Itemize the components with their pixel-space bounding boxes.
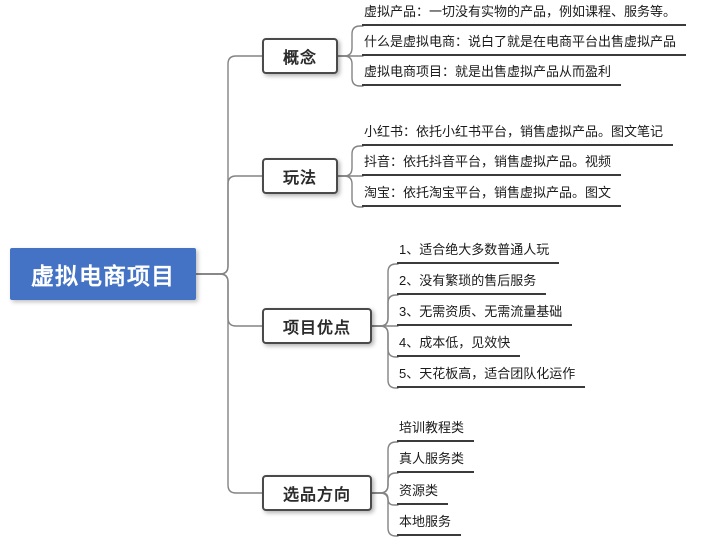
connector-path	[371, 492, 399, 506]
leaf-node[interactable]: 抖音：依托抖音平台，销售虚拟产品。视频	[362, 153, 622, 176]
connector-path	[371, 325, 399, 389]
leaf-node[interactable]: 资源类	[397, 482, 449, 505]
connector-path	[371, 263, 399, 327]
connector-path	[371, 294, 399, 327]
leaf-node[interactable]: 3、无需资质、无需流量基础	[397, 303, 573, 326]
connector-path	[371, 325, 399, 358]
leaf-node[interactable]: 什么是虚拟电商：说白了就是在电商平台出售虚拟产品	[362, 33, 687, 56]
leaf-node[interactable]: 真人服务类	[397, 450, 475, 473]
leaf-node[interactable]: 5、天花板高，适合团队化运作	[397, 365, 586, 388]
connector-path	[195, 273, 263, 494]
branch-node-methods[interactable]: 玩法	[262, 158, 338, 194]
connector-path	[336, 25, 364, 57]
connector-path	[371, 441, 399, 494]
leaf-node[interactable]: 本地服务	[397, 513, 462, 536]
connector-path	[195, 175, 263, 275]
connector-path	[195, 273, 263, 327]
leaf-node[interactable]: 虚拟电商项目：就是出售虚拟产品从而盈利	[362, 63, 622, 86]
leaf-node[interactable]: 虚拟产品：一切没有实物的产品，例如课程、服务等。	[362, 3, 687, 26]
root-node[interactable]: 虚拟电商项目	[10, 248, 196, 300]
branch-node-concept[interactable]: 概念	[262, 38, 338, 74]
leaf-node[interactable]: 培训教程类	[397, 419, 475, 442]
branch-node-advantages[interactable]: 项目优点	[262, 308, 372, 344]
leaf-node[interactable]: 1、适合绝大多数普通人玩	[397, 241, 560, 264]
connector-path	[195, 55, 263, 275]
leaf-node[interactable]: 小红书：依托小红书平台，销售虚拟产品。图文笔记	[362, 123, 674, 146]
leaf-node[interactable]: 淘宝：依托淘宝平台，销售虚拟产品。图文	[362, 184, 622, 207]
connector-path	[336, 145, 364, 177]
connector-path	[336, 55, 364, 87]
branch-node-selection[interactable]: 选品方向	[262, 475, 372, 511]
leaf-node[interactable]: 4、成本低，见效快	[397, 334, 521, 357]
leaf-node[interactable]: 2、没有繁琐的售后服务	[397, 272, 547, 295]
connector-path	[371, 472, 399, 494]
connector-path	[336, 175, 364, 208]
connector-path	[371, 492, 399, 537]
